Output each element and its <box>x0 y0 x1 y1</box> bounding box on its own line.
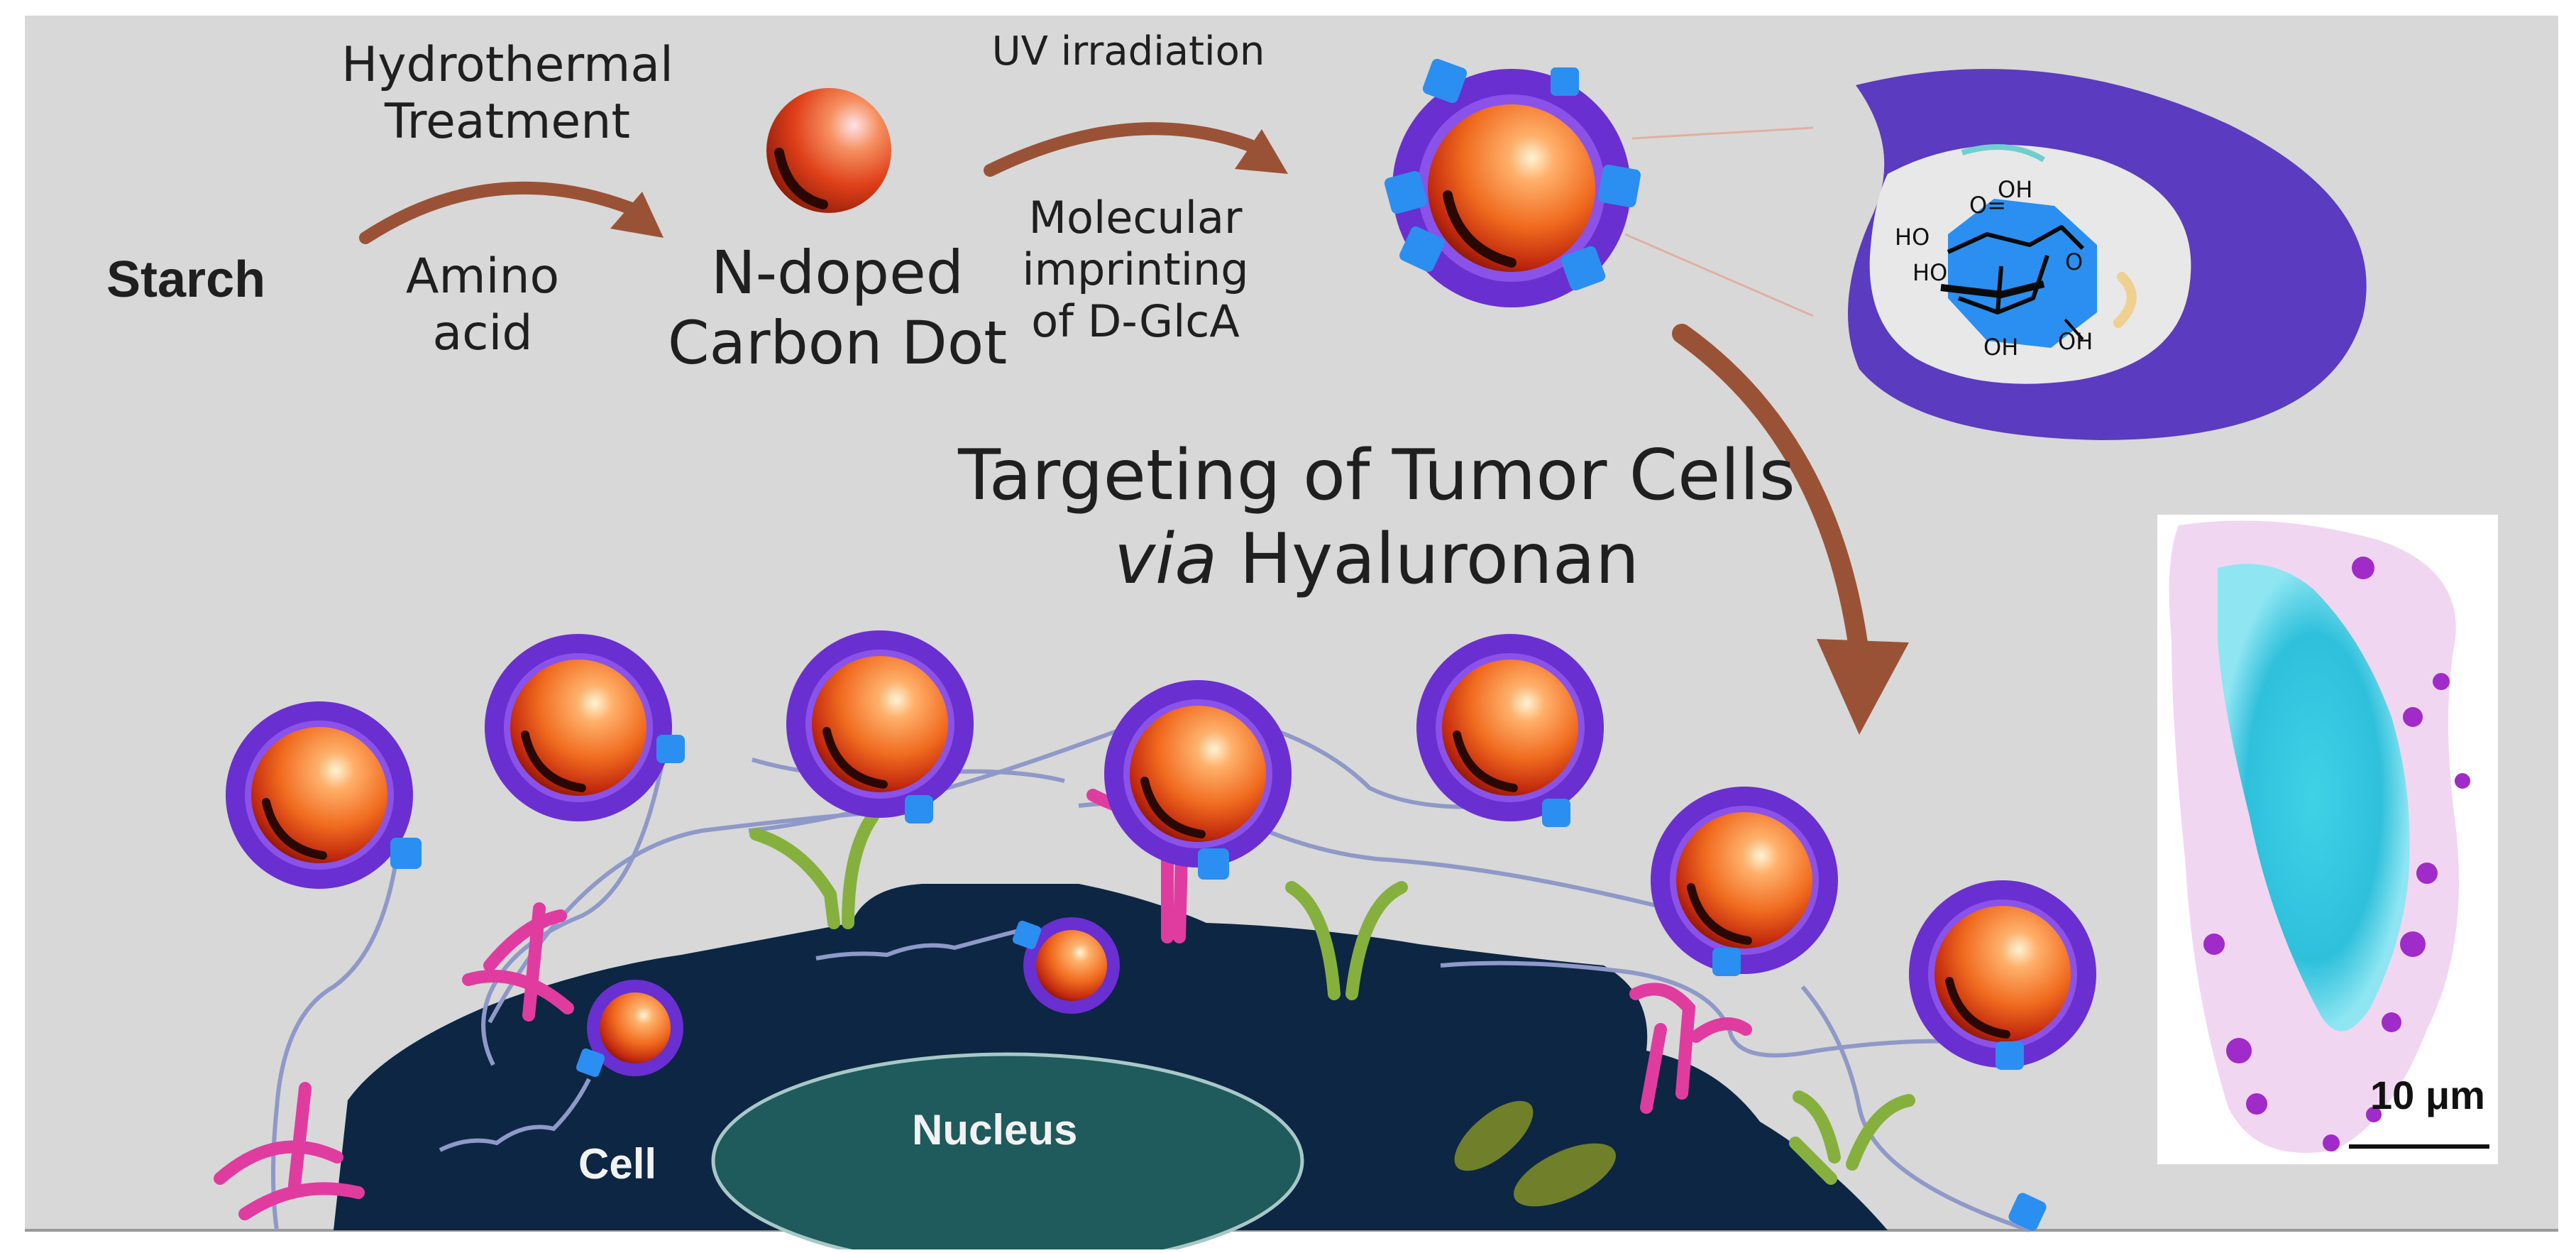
molecule-label-ho1: HO <box>1895 224 1930 251</box>
imprint-cavity-zoom <box>1848 69 2367 440</box>
label-uv-irradiation: UV irradiation <box>991 28 1265 75</box>
molecule-label-oeq: O= <box>1969 192 2006 219</box>
molecule-labels: HO HO O= OH O OH OH <box>1895 176 2093 361</box>
molecule-label-oh1: OH <box>1998 176 2032 203</box>
d-glca-molecule <box>1940 199 2097 348</box>
imprinted-carbon-dot <box>1392 69 1631 307</box>
label-targeting-via: via <box>1114 518 1218 600</box>
mitochondria <box>1451 1098 1619 1210</box>
label-targeting: Targeting of Tumor Cells via Hyaluronan <box>923 434 1831 601</box>
molecule-label-o-ring: O <box>2065 248 2083 275</box>
label-ncd-line2: Carbon Dot <box>667 308 1008 378</box>
label-starch: Starch <box>106 251 266 308</box>
nucleus <box>711 1052 1304 1253</box>
label-mip-line1: Molecular <box>1028 192 1243 244</box>
label-molecular-imprinting: Molecular imprinting of D-GlcA <box>993 192 1277 347</box>
n-doped-carbon-dot <box>766 88 891 213</box>
label-targeting-line1: Targeting of Tumor Cells <box>958 435 1795 516</box>
label-cell: Cell <box>578 1140 657 1188</box>
zoom-lines <box>1624 126 1814 317</box>
small-particle-1 <box>576 980 683 1078</box>
label-amino-line2: acid <box>432 305 533 362</box>
label-ncd-line1: N-doped <box>710 238 964 307</box>
molecule-label-ho2: HO <box>1912 259 1947 286</box>
receptors-green <box>749 810 1915 1185</box>
label-targeting-hyaluronan: Hyaluronan <box>1217 518 1639 600</box>
label-nucleus: Nucleus <box>912 1106 1078 1154</box>
label-mip-line2: imprinting <box>1022 244 1249 296</box>
label-amino-acid: Amino acid <box>369 248 596 362</box>
label-hydrothermal-line2: Treatment <box>384 94 630 151</box>
label-mip-line3: of D-GlcA <box>1031 295 1240 348</box>
template-sites <box>1384 58 1641 291</box>
label-n-doped-carbon-dot: N-doped Carbon Dot <box>639 238 1036 378</box>
particles-hyaluronan <box>226 630 2096 1231</box>
arrow-uv <box>984 122 1288 177</box>
micrograph-inset <box>2157 515 2498 1164</box>
label-hydrothermal: Hydrothermal Treatment <box>334 37 681 151</box>
molecule-label-oh2: OH <box>1983 334 2018 361</box>
label-hydrothermal-line1: Hydrothermal <box>341 37 673 93</box>
label-amino-line1: Amino <box>405 248 560 305</box>
molecule-label-oh3: OH <box>2058 328 2093 355</box>
arrow-targeting <box>1672 324 1909 735</box>
label-scale-bar: 10 μm <box>2370 1073 2485 1117</box>
arrow-hydrothermal <box>359 181 664 244</box>
small-particle-2 <box>1012 917 1120 1014</box>
